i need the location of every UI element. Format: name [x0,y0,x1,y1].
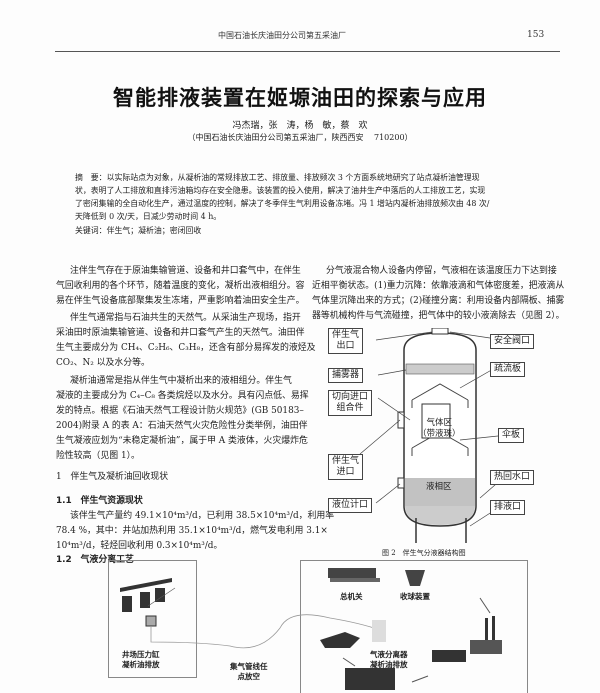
process-drawing [120,568,502,690]
abstract-line: 摘 要：以实际站点为对象，从凝析油的常规排放工艺、排放量、排放频次 3 个方面系… [75,173,480,182]
label-tangential-inlet: 切向进口 组合件 [328,390,373,416]
figure-1-process-diagram: 井场压力缸 凝析油排放 集气管线任 点放空 总机关 收球装置 气液分离器 凝析油… [0,558,600,693]
text-line: 凝液的主要成分为 C₄–C₈ 各类烷烃以及水分。具有闪点低、易挥 [56,391,309,401]
text-line: 该伴生气产量约 49.1×10⁴m³/d，已利用 38.5×10⁴m³/d，利用… [70,511,335,521]
text-line: 分气液混合物人设备内停留，气液相在该温度压力下达到接 [326,266,557,276]
label-gas-outlet: 伴生气 出口 [328,328,364,354]
label-safety-valve: 安全阀口 [490,334,535,349]
authors: 冯杰瑞，张 涛，杨 敏，蔡 欢 [232,121,368,131]
label-main-valve: 总机关 [340,592,363,601]
text-line: 气体里沉降出来的方式；(2)碰撞分离：利用设备内部隔板、捕雾 [312,296,565,306]
text-line: 近相平衡状态。(1)重力沉降：依靠液滴和气体密度差，把液滴从 [312,281,565,291]
text-line: 78.4 %，其中：井站加热利用 35.1×10⁴m³/d，燃气发电利用 3.1… [56,526,328,536]
text-line: 10⁴m³/d，轻烃回收利用 0.3×10⁴m³/d。 [56,541,223,551]
label-level-gauge: 液位计口 [328,498,373,513]
paper-title: 智能排液装置在姬塬油田的探索与应用 [113,86,487,110]
label-gas-zone: 气体区 （带液珠） [418,418,461,439]
label-hot-water-return: 热回水口 [490,470,535,485]
running-header: 中国石油长庆油田分公司第五采油厂 [218,31,346,40]
text-line: CO₂、N₂ 以及水分等。 [56,358,150,368]
text-line: 器等机械构件与气流碰撞，把气体中的较小液滴除去（见图 2）。 [312,311,565,321]
label-drain: 排液口 [490,500,526,515]
abstract-line: 了密闭集输的全自动化生产，通过温度的控制，解决了冬季伴生气利用设备冻堵。冯 1 … [75,199,490,208]
section-heading: 1 伴生气及凝析油回收现状 [56,472,169,482]
label-pipeline-venting: 集气管线任 点放空 [230,662,268,681]
text-line: 采油田时原油集输管道、设备和井口套气产生的天然气。油田伴 [56,328,305,338]
text-line: 凝析油通常是指从伴生气中凝析出来的液相组分。伴生气 [70,376,292,386]
label-gas-inlet: 伴生气 进口 [328,454,364,480]
text-line: 易在伴生气设备底部聚集发生冻堵，严重影响着油田安全生产。 [56,296,305,306]
label-umbrella-plate: 伞板 [498,428,525,443]
label-pig-receiver: 收球装置 [400,592,430,601]
text-line: 伴生气通常指与石油共生的天然气。从采油生产现场，指开 [70,313,301,323]
text-line: 生气主要成分为 CH₄、C₂H₆、C₃H₈，还含有部分易挥发的液烃及 [56,343,316,353]
text-line: 生气凝液应划为“未稳定凝析油”，属于甲 A 类液体，火灾爆炸危 [56,436,308,446]
label-well-site: 井场压力缸 凝析油排放 [122,650,160,669]
keywords: 关键词：伴生气；凝析油；密闭回收 [75,226,202,235]
text-line: 气回收利用的各个环节，随着温度的变化，凝析出液相组分。容 [56,281,305,291]
abstract-line: 状，表明了人工排放和直排污油箱均存在安全隐患。该装置的投入使用，解决了油井生产中… [75,186,486,195]
figure-2-separator-diagram: 伴生气 出口 安全阀口 捕雾器 疏流板 切向进口 组合件 气体区 （带液珠） 伞… [320,328,550,548]
affiliation: （中国石油长庆油田分公司第五采油厂，陕西西安 710200） [187,133,413,142]
separator-vessel-drawing [359,328,504,543]
header-rule [55,51,560,52]
page-number: 153 [527,30,545,40]
subsection-heading: 1.2 气液分离工艺 [56,555,134,565]
text-line: 2004)附录 A 的表 A：石油天然气火灾危险性分类举例，油田伴 [56,421,308,431]
text-line: 险性较高（见图 1）。 [56,451,140,461]
label-baffle: 疏流板 [490,362,526,377]
abstract-line: 天降低到 0 次/天，日减少劳动时间 4 h。 [75,212,222,221]
label-separator: 气液分离器 凝析油排放 [370,650,408,669]
label-liquid-zone: 液相区 [426,482,452,492]
well-site-box [108,560,197,678]
subsection-heading: 1.1 伴生气资源现状 [56,496,143,506]
text-line: 注伴生气存在于原油集输管道、设备和井口套气中，在伴生 [70,266,301,276]
label-mist-catcher: 捕雾器 [328,368,364,383]
text-line: 发的特点。根据《石油天然气工程设计防火规范》(GB 50183– [56,406,304,416]
station-box [300,560,528,693]
figure-2-caption: 图 2 伴生气分液器结构图 [382,549,466,557]
